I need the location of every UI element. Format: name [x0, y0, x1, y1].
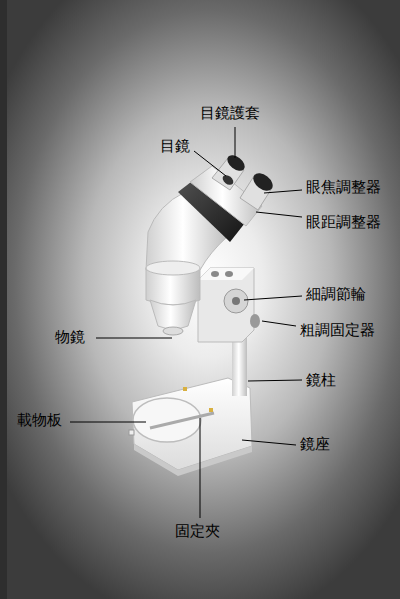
part-label: 載物板	[17, 410, 62, 430]
leader-line	[244, 296, 302, 300]
pillar	[232, 334, 247, 396]
part-label: 目鏡	[160, 136, 190, 156]
fine-focus-knob-center	[232, 297, 240, 305]
body-ring	[146, 261, 200, 275]
diopter-ring	[221, 173, 235, 187]
part-label: 眼距調整器	[306, 212, 381, 232]
stage-clip	[150, 413, 214, 428]
leader-line	[194, 151, 226, 176]
leader-line	[248, 380, 302, 381]
part-label: 目鏡護套	[200, 103, 260, 123]
part-label: 鏡座	[300, 434, 330, 454]
eyeguard-left	[224, 152, 247, 174]
clip-screw	[209, 408, 213, 412]
focus-block-top	[198, 268, 254, 280]
stage-plate	[133, 398, 201, 442]
objective-tip	[163, 327, 183, 335]
block-hole	[225, 271, 233, 277]
eyeguard-right	[250, 170, 276, 195]
part-label: 鏡柱	[306, 370, 336, 390]
base-side	[134, 444, 252, 476]
coarse-lock	[250, 314, 260, 328]
fine-focus-knob	[224, 289, 248, 313]
part-label: 細調節輪	[306, 284, 366, 304]
part-label: 粗調固定器	[300, 320, 375, 340]
part-label: 眼焦調整器	[306, 177, 381, 197]
leader-line	[262, 321, 296, 326]
leader-line	[264, 190, 302, 193]
objective-cone	[150, 300, 196, 329]
base-screw	[129, 430, 134, 435]
leader-line	[96, 338, 172, 339]
focus-block	[198, 268, 254, 342]
clip-screw	[183, 387, 187, 391]
leader-line	[256, 212, 302, 217]
block-hole	[211, 271, 219, 277]
leader-line	[235, 127, 236, 158]
leader-line	[70, 422, 146, 423]
part-label: 物鏡	[55, 327, 85, 347]
part-label: 固定夾	[175, 521, 220, 541]
leader-line	[242, 440, 296, 445]
leader-line	[200, 418, 201, 518]
background-edge	[0, 0, 7, 599]
